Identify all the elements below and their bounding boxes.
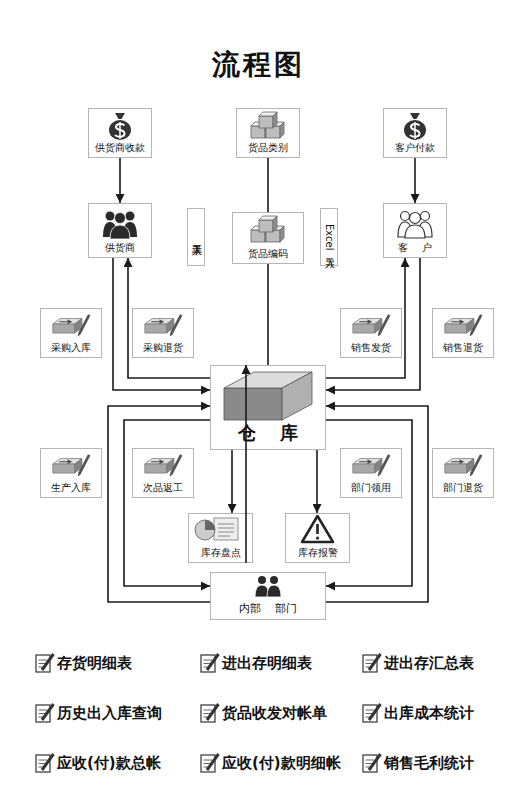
operation-box: 生产入库 — [40, 448, 102, 498]
node-label: 客户付款 — [384, 142, 446, 154]
icon-box: 库存盘点 — [188, 513, 253, 563]
flow-connector — [326, 258, 405, 378]
flow-connector — [231, 450, 233, 513]
flow-connector — [108, 406, 210, 602]
node-label: 库存盘点 — [189, 547, 252, 559]
icon-box: 供货商收款 — [88, 108, 152, 158]
operation-box: 销售退货 — [432, 308, 494, 358]
flow-connector — [113, 258, 210, 390]
node-label: Excel导入 — [323, 224, 335, 251]
diagram-title: 流程图 — [0, 46, 516, 84]
node-label: 供货商 — [89, 242, 151, 254]
operation-icons — [53, 315, 481, 476]
node-label: 部门退货 — [433, 482, 493, 494]
report-name: 应收(付)款总帐 — [57, 753, 161, 773]
flow-connector — [267, 158, 269, 212]
flow-connector — [414, 158, 416, 203]
flow-connector — [245, 365, 247, 563]
node-label: 采购退货 — [133, 342, 193, 354]
operation-box: 采购入库 — [40, 308, 102, 358]
node-label: 仓 库 — [211, 422, 325, 444]
node-label: 货品类别 — [237, 142, 299, 154]
icon-box: 货品类别 — [236, 108, 300, 158]
operation-box: 次品返工 — [132, 448, 194, 498]
node-label: 客 户 — [384, 242, 446, 254]
flow-connector — [119, 158, 121, 203]
flow-connector — [326, 406, 428, 602]
party-box: 客 户 — [383, 203, 447, 258]
node-label: 销售发货 — [341, 342, 401, 354]
node-label: 生产入库 — [41, 482, 101, 494]
operation-box: 部门领用 — [340, 448, 402, 498]
report-name: 进出存明细表 — [222, 653, 312, 673]
node-label: 货品编码 — [233, 248, 303, 260]
node-label: 销售退货 — [433, 342, 493, 354]
report-name: 销售毛利统计 — [384, 753, 474, 773]
goods-icons — [251, 112, 284, 242]
operation-box: 采购退货 — [132, 308, 194, 358]
node-label: 内部 部门 — [211, 603, 325, 615]
warehouse-box: 仓 库 — [210, 365, 326, 450]
report-name: 出库成本统计 — [384, 703, 474, 723]
node-label: 采购入库 — [41, 342, 101, 354]
input-box: 手工录入 — [187, 208, 205, 266]
icon-box: 库存报警 — [285, 513, 350, 563]
stocktake-icon — [195, 518, 238, 540]
report-icons — [36, 654, 381, 772]
flow-connector — [128, 258, 210, 378]
flow-connector — [326, 258, 420, 390]
icon-box: 客户付款 — [383, 108, 447, 158]
report-name: 存货明细表 — [57, 653, 132, 673]
node-label: 次品返工 — [133, 482, 193, 494]
people-icons — [103, 212, 432, 598]
report-name: 进出存汇总表 — [384, 653, 474, 673]
warehouse-icon — [224, 372, 312, 420]
operation-box: 销售发货 — [340, 308, 402, 358]
node-label: 库存报警 — [286, 547, 349, 559]
flow-connector — [267, 264, 269, 365]
node-label: 部门领用 — [341, 482, 401, 494]
icon-box: 货品编码 — [232, 212, 304, 264]
department-box: 内部 部门 — [210, 572, 326, 620]
party-box: 供货商 — [88, 203, 152, 258]
input-box: Excel导入 — [320, 208, 338, 266]
operation-box: 部门退货 — [432, 448, 494, 498]
report-name: 货品收发对帐单 — [222, 703, 327, 723]
node-label: 供货商收款 — [89, 142, 151, 154]
flow-connector — [326, 420, 412, 586]
money-icons — [109, 113, 426, 140]
flow-connector — [124, 420, 210, 586]
alarm-icon — [302, 516, 333, 542]
flow-connector — [316, 450, 318, 513]
report-name: 历史出入库查询 — [57, 703, 162, 723]
report-name: 应收(付)款明细帐 — [222, 753, 341, 773]
